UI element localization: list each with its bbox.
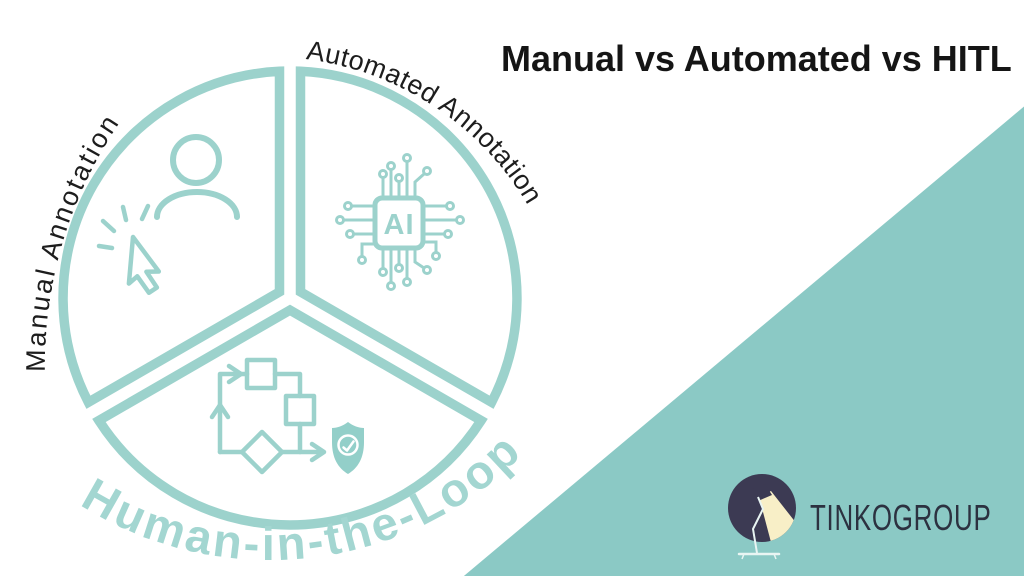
cursor-click-icon	[96, 203, 162, 296]
shield-check-icon	[332, 422, 364, 474]
segment-human-in-the-loop	[92, 304, 488, 530]
desk-lamp-icon	[728, 474, 796, 560]
page-title: Manual vs Automated vs HITL	[501, 38, 1012, 79]
tinkogroup-logo	[728, 474, 796, 560]
segment-automated-annotation	[295, 66, 522, 409]
annotation-venn-diagram: Manual Annotation Automated Annotation H…	[21, 35, 548, 570]
person-icon	[154, 134, 240, 220]
circle-segments	[58, 66, 522, 530]
workflow-icon	[209, 357, 327, 475]
company-name: TINKOGROUP	[810, 497, 992, 538]
segment-manual-annotation	[58, 66, 285, 409]
ai-chip-icon: AI	[335, 153, 465, 291]
ai-chip-label: AI	[384, 209, 415, 241]
